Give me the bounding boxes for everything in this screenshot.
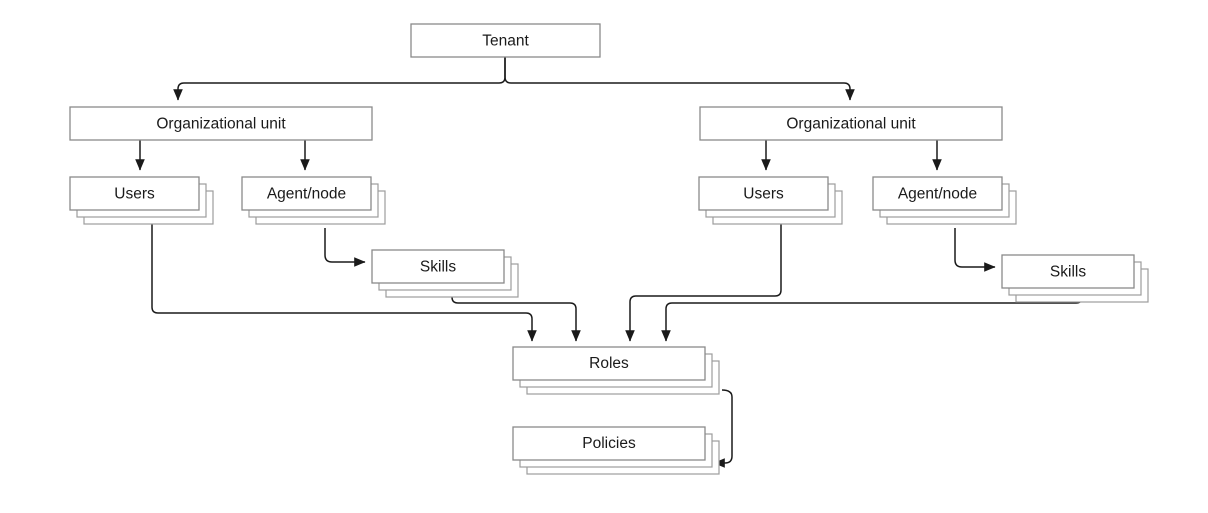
org-unit-right-box[interactable] — [699, 106, 1003, 141]
node-skills-left[interactable]: Skills — [371, 249, 519, 298]
node-org-unit-right[interactable]: Organizational unit — [699, 106, 1003, 141]
org-unit-right-label: Organizational unit — [786, 116, 916, 133]
node-policies[interactable]: Policies — [512, 426, 720, 475]
org-unit-left-box[interactable] — [69, 106, 373, 141]
edge-org-left-to-children — [135, 140, 310, 171]
node-skills-right[interactable]: Skills — [1001, 254, 1149, 303]
policies-label: Policies — [582, 435, 636, 452]
users-left-label: Users — [114, 186, 155, 203]
node-roles[interactable]: Roles — [512, 346, 720, 395]
node-tenant[interactable]: Tenant — [410, 23, 601, 58]
skills-left-box[interactable] — [371, 249, 505, 284]
agent-node-right-box[interactable] — [872, 176, 1003, 211]
tenant-label: Tenant — [482, 33, 529, 50]
node-users-left[interactable]: Users — [69, 176, 214, 225]
roles-label: Roles — [589, 355, 629, 372]
users-left-box[interactable] — [69, 176, 200, 211]
edge-roles-to-policies — [713, 389, 733, 468]
tenant-box[interactable] — [410, 23, 601, 58]
org-unit-left-label: Organizational unit — [156, 116, 286, 133]
node-users-right[interactable]: Users — [698, 176, 843, 225]
policies-box[interactable] — [512, 426, 706, 461]
agent-node-left-label: Agent/node — [267, 186, 346, 203]
skills-right-label: Skills — [1050, 264, 1086, 281]
edge-skills-left-to-roles — [451, 288, 581, 342]
agent-node-left-box[interactable] — [241, 176, 372, 211]
skills-left-label: Skills — [420, 259, 456, 276]
edge-org-right-to-children — [761, 140, 942, 171]
edge-users-right-to-roles — [625, 215, 782, 342]
roles-box[interactable] — [512, 346, 706, 381]
edge-agent-right-to-skills-right — [954, 228, 996, 272]
users-right-label: Users — [743, 186, 784, 203]
edge-tenant-to-org-units — [173, 57, 855, 101]
skills-right-box[interactable] — [1001, 254, 1135, 289]
users-right-box[interactable] — [698, 176, 829, 211]
edge-users-left-to-roles — [151, 215, 537, 342]
agent-node-right-label: Agent/node — [898, 186, 977, 203]
node-org-unit-left[interactable]: Organizational unit — [69, 106, 373, 141]
node-agent-node-right[interactable]: Agent/node — [872, 176, 1017, 225]
edge-agent-left-to-skills-left — [324, 228, 366, 267]
node-agent-node-left[interactable]: Agent/node — [241, 176, 386, 225]
